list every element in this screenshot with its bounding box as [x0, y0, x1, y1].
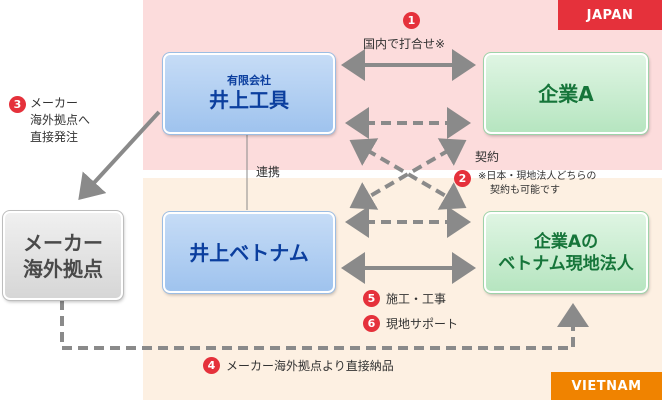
arrow-order — [78, 110, 161, 200]
step-2-note-line1: ※日本・現地法人どちらの — [478, 171, 597, 182]
contract-label: 契約 — [475, 150, 500, 164]
japan-tag: JAPAN — [558, 0, 662, 30]
step-1-label: 国内で打合せ※ — [363, 37, 446, 51]
node-inoue-vietnam-name: 井上ベトナム — [189, 240, 309, 265]
node-company-a-name: 企業A — [538, 81, 594, 106]
vietnam-tag: VIETNAM — [551, 372, 662, 400]
node-company-a-vn-line2: ベトナム現地法人 — [498, 253, 634, 274]
step-2-note: ※日本・現地法人どちらの 契約も可能です — [478, 170, 596, 198]
step-2-badge: 2 — [454, 170, 471, 187]
node-maker-overseas: メーカー 海外拠点 — [2, 210, 124, 301]
node-inoue-kogu: 有限会社 井上工具 — [162, 52, 336, 135]
node-company-a-vn-line1: 企業Aの — [533, 231, 599, 252]
step-5-label: 施工・工事 — [386, 292, 447, 306]
step-3-line2: 海外拠点へ — [30, 113, 91, 127]
node-maker-overseas-line2: 海外拠点 — [23, 256, 103, 281]
step-3-line3: 直接発注 — [30, 130, 79, 144]
node-company-a: 企業A — [483, 52, 649, 135]
step-3-line1: メーカー — [30, 96, 79, 110]
step-6-label: 現地サポート — [386, 317, 459, 331]
step-3-badge: 3 — [9, 96, 26, 113]
node-inoue-vietnam: 井上ベトナム — [162, 211, 336, 294]
node-company-a-vn: 企業Aの ベトナム現地法人 — [483, 211, 649, 294]
step-4-badge: 4 — [203, 357, 220, 374]
step-2-note-line2: 契約も可能です — [490, 185, 560, 196]
step-1-badge: 1 — [403, 12, 420, 29]
arrow-contract-cross-2 — [349, 138, 467, 210]
step-4-label: メーカー海外拠点より直接納品 — [226, 359, 394, 373]
step-5-badge: 5 — [363, 290, 380, 307]
step-3-label: メーカー 海外拠点へ 直接発注 — [30, 95, 90, 146]
node-inoue-kogu-sub: 有限会社 — [227, 74, 271, 87]
node-maker-overseas-line1: メーカー — [23, 230, 103, 255]
cooperation-label: 連携 — [256, 165, 281, 179]
arrow-delivery — [60, 300, 589, 350]
step-6-badge: 6 — [363, 315, 380, 332]
node-inoue-kogu-name: 井上工具 — [209, 88, 289, 112]
